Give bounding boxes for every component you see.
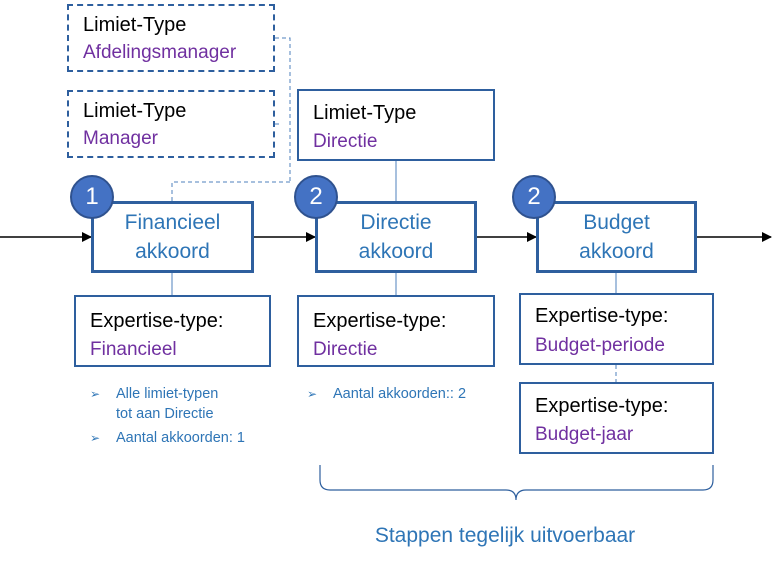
expertise-label: Expertise-type:	[535, 395, 669, 417]
expertise-box-financieel: Expertise-type: Financieel	[74, 295, 271, 367]
step-title-line2: akkoord	[135, 240, 210, 263]
arrow-bullet-icon: ➢	[90, 431, 101, 445]
step-title-line1: Budget	[583, 211, 650, 234]
expertise-value: Financieel	[90, 339, 177, 360]
note-text: Aantal akkoorden: 1	[116, 430, 245, 446]
limit-box-afdelingsmanager: Limiet-Type Afdelingsmanager	[67, 4, 275, 72]
step-title-line2: akkoord	[579, 240, 654, 263]
step-budget-akkoord: Budget akkoord	[536, 201, 697, 273]
note-text: tot aan Directie	[116, 406, 214, 422]
step-title-line1: Directie	[360, 211, 432, 234]
limit-value: Afdelingsmanager	[83, 42, 237, 63]
limit-label: Limiet-Type	[83, 100, 187, 122]
expertise-label: Expertise-type:	[90, 310, 224, 332]
expertise-box-budget-periode: Expertise-type: Budget-periode	[519, 293, 714, 365]
limit-value: Manager	[83, 128, 158, 149]
arrow-bullet-icon: ➢	[307, 387, 318, 401]
dashed-connector-afdelingsmanager	[275, 37, 291, 182]
expertise-value: Budget-jaar	[535, 424, 634, 445]
step-number-badge: 2	[512, 175, 556, 219]
dashed-connector-step1	[171, 181, 290, 201]
step-number-badge: 2	[294, 175, 338, 219]
limit-value: Directie	[313, 131, 378, 152]
step-financieel-akkoord: Financieel akkoord	[91, 201, 254, 273]
note-text: Aantal akkoorden:: 2	[333, 386, 467, 402]
limit-label: Limiet-Type	[313, 102, 417, 124]
limit-label: Limiet-Type	[83, 14, 187, 36]
expertise-box-budget-jaar: Expertise-type: Budget-jaar	[519, 382, 714, 454]
expertise-value: Budget-periode	[535, 335, 665, 356]
step-directie-akkoord: Directie akkoord	[315, 201, 477, 273]
limit-box-manager: Limiet-Type Manager	[67, 90, 275, 158]
step-title-line2: akkoord	[358, 240, 434, 263]
note-text: Alle limiet-typen	[116, 386, 219, 402]
step-title-line1: Financieel	[124, 211, 221, 234]
arrow-bullet-icon: ➢	[90, 387, 101, 401]
step-number-badge: 1	[70, 175, 114, 219]
parallel-steps-caption: Stappen tegelijk uitvoerbaar	[374, 524, 636, 547]
parallel-steps-brace	[319, 465, 714, 501]
expertise-box-directie: Expertise-type: Directie	[297, 295, 495, 367]
expertise-label: Expertise-type:	[313, 310, 447, 332]
expertise-value: Directie	[313, 339, 378, 360]
expertise-label: Expertise-type:	[535, 305, 669, 327]
limit-box-directie: Limiet-Type Directie	[297, 89, 495, 161]
